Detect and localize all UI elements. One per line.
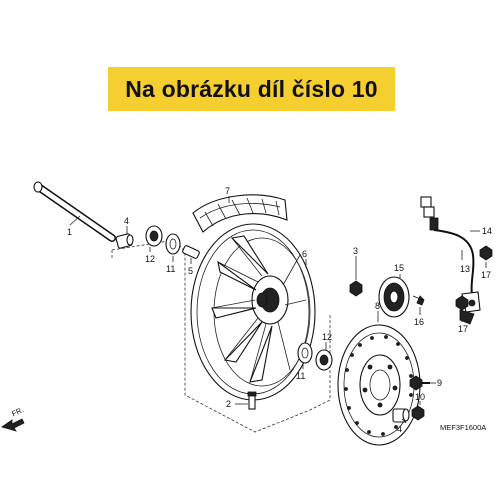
callout-7: 7 [225,186,230,196]
valve-part-2 [247,391,257,410]
callout-14: 14 [482,226,492,236]
callout-4-left: 4 [124,216,129,226]
part-10-target [411,405,425,421]
callout-1: 3 [353,246,358,256]
wheel-rim-part-6 [190,223,316,401]
seal-part-11-right [297,342,313,364]
callout-15: 15 [394,263,404,273]
callout-10: 10 [415,392,425,402]
front-direction-arrow [1,418,25,432]
nut-part-1 [349,280,363,297]
callout-17-upper: 17 [481,270,491,280]
spacer-part-5 [182,245,200,259]
bolt-part-17-lower [455,295,469,311]
bearing-part-12-left [145,225,163,247]
collar-part-4-right [392,408,410,423]
callout-11-left: 11 [166,264,175,274]
bolt-part-17-upper [479,245,493,261]
bearing-part-12-right [315,349,333,371]
part-number-banner: Na obrázku díl číslo 10 [108,67,395,111]
speed-sensor-part-14 [420,196,481,325]
callout-3: 1 [67,227,72,237]
collar-part-4 [115,233,134,249]
callout-12-left: 12 [145,254,155,264]
bolt-part-16 [412,295,425,306]
callout-13: 13 [460,264,470,274]
direction-label: FR. [10,405,25,418]
callout-12-right: 12 [322,332,332,342]
callout-16: 16 [414,317,424,327]
axle-part-3 [33,181,116,242]
callout-11-right: 11 [296,371,305,381]
disc-bolt-part-9 [409,375,430,391]
callout-2: 2 [226,399,231,409]
callout-5: 5 [188,266,193,276]
seal-part-11-left [165,233,181,255]
callout-4-right: 4 [397,424,402,434]
callout-8: 8 [375,301,380,311]
callout-6: 6 [302,249,307,259]
tire-part-7 [192,194,288,233]
callout-9: 9 [437,378,442,388]
pulser-ring-part-15 [378,276,410,318]
brake-disc-part-8 [337,324,421,446]
callout-17-lower: 17 [458,324,468,334]
banner-text: Na obrázku díl číslo 10 [125,75,378,102]
figure-code: MEF3F1600A [440,423,486,432]
